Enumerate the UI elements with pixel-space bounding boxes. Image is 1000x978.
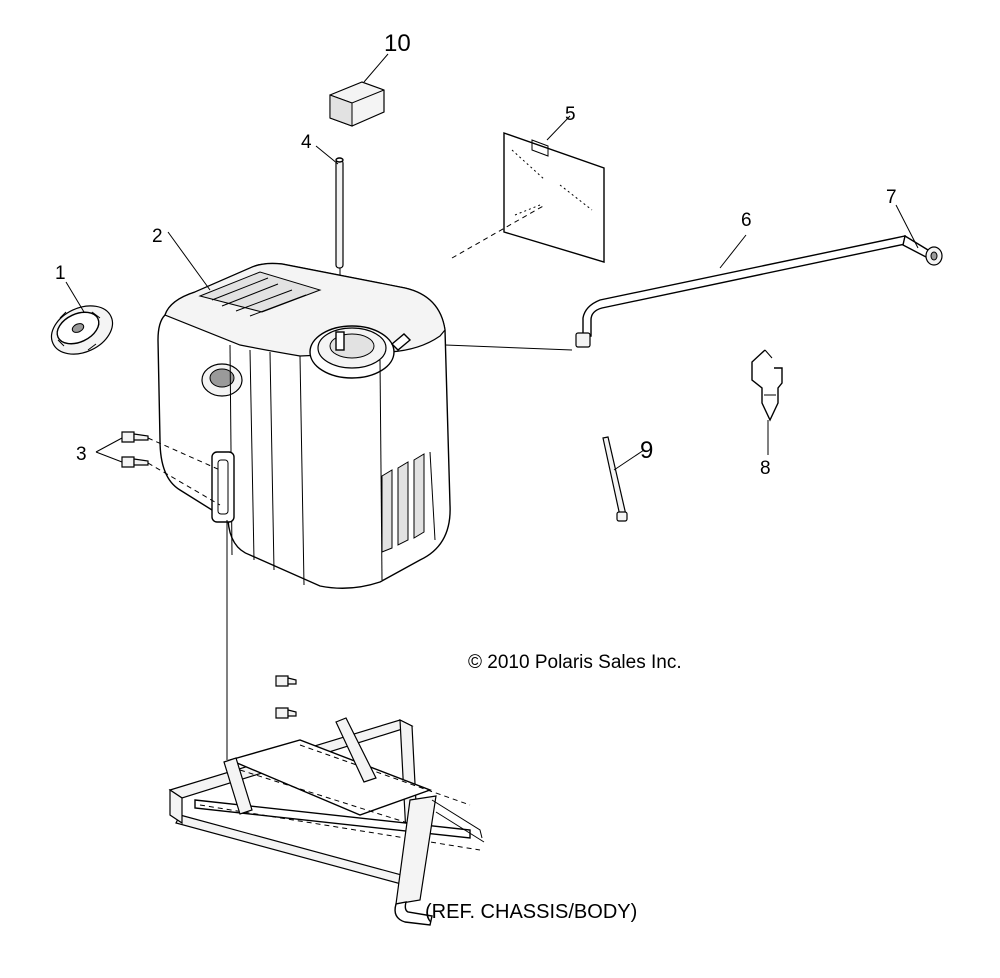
part-10-decal-block: [329, 81, 385, 127]
leader-3b: [95, 451, 123, 463]
callout-8: 8: [760, 458, 771, 479]
reference-note: (REF. CHASSIS/BODY): [425, 901, 637, 923]
frame-bolts: [275, 675, 297, 719]
chassis-frame: [168, 717, 485, 926]
callout-10: 10: [384, 30, 411, 57]
part-4-vent-tube: [335, 157, 344, 269]
part-2-fuel-tank: [157, 262, 451, 589]
leader-5: [546, 115, 571, 141]
callout-9: 9: [640, 437, 653, 464]
part-3-bolts: [121, 431, 149, 468]
callout-5: 5: [565, 104, 576, 125]
callout-3: 3: [76, 444, 87, 465]
leader-1: [65, 281, 85, 313]
assembly-line-3a: [147, 437, 221, 471]
part-7-hose-fitting: [902, 234, 943, 266]
part-9-cable-tie: [602, 436, 628, 522]
callout-7: 7: [886, 187, 897, 208]
leader-4: [315, 145, 339, 165]
callout-6: 6: [741, 210, 752, 231]
callout-4: 4: [301, 132, 312, 153]
part-8-clip: [751, 349, 783, 422]
part-5-decal-sheet: [503, 132, 605, 263]
copyright-notice: © 2010 Polaris Sales Inc.: [468, 652, 682, 673]
callout-2: 2: [152, 226, 163, 247]
leader-3a: [95, 437, 123, 453]
leader-9: [613, 449, 645, 471]
assembly-line-3b: [147, 462, 221, 506]
leader-10: [363, 53, 389, 83]
part-6-vent-hose: [575, 235, 906, 348]
part-1-fuel-cap: [50, 305, 114, 355]
callout-1: 1: [55, 263, 66, 284]
leader-2: [167, 231, 211, 291]
leader-6: [719, 234, 747, 269]
leader-7: [895, 204, 919, 249]
